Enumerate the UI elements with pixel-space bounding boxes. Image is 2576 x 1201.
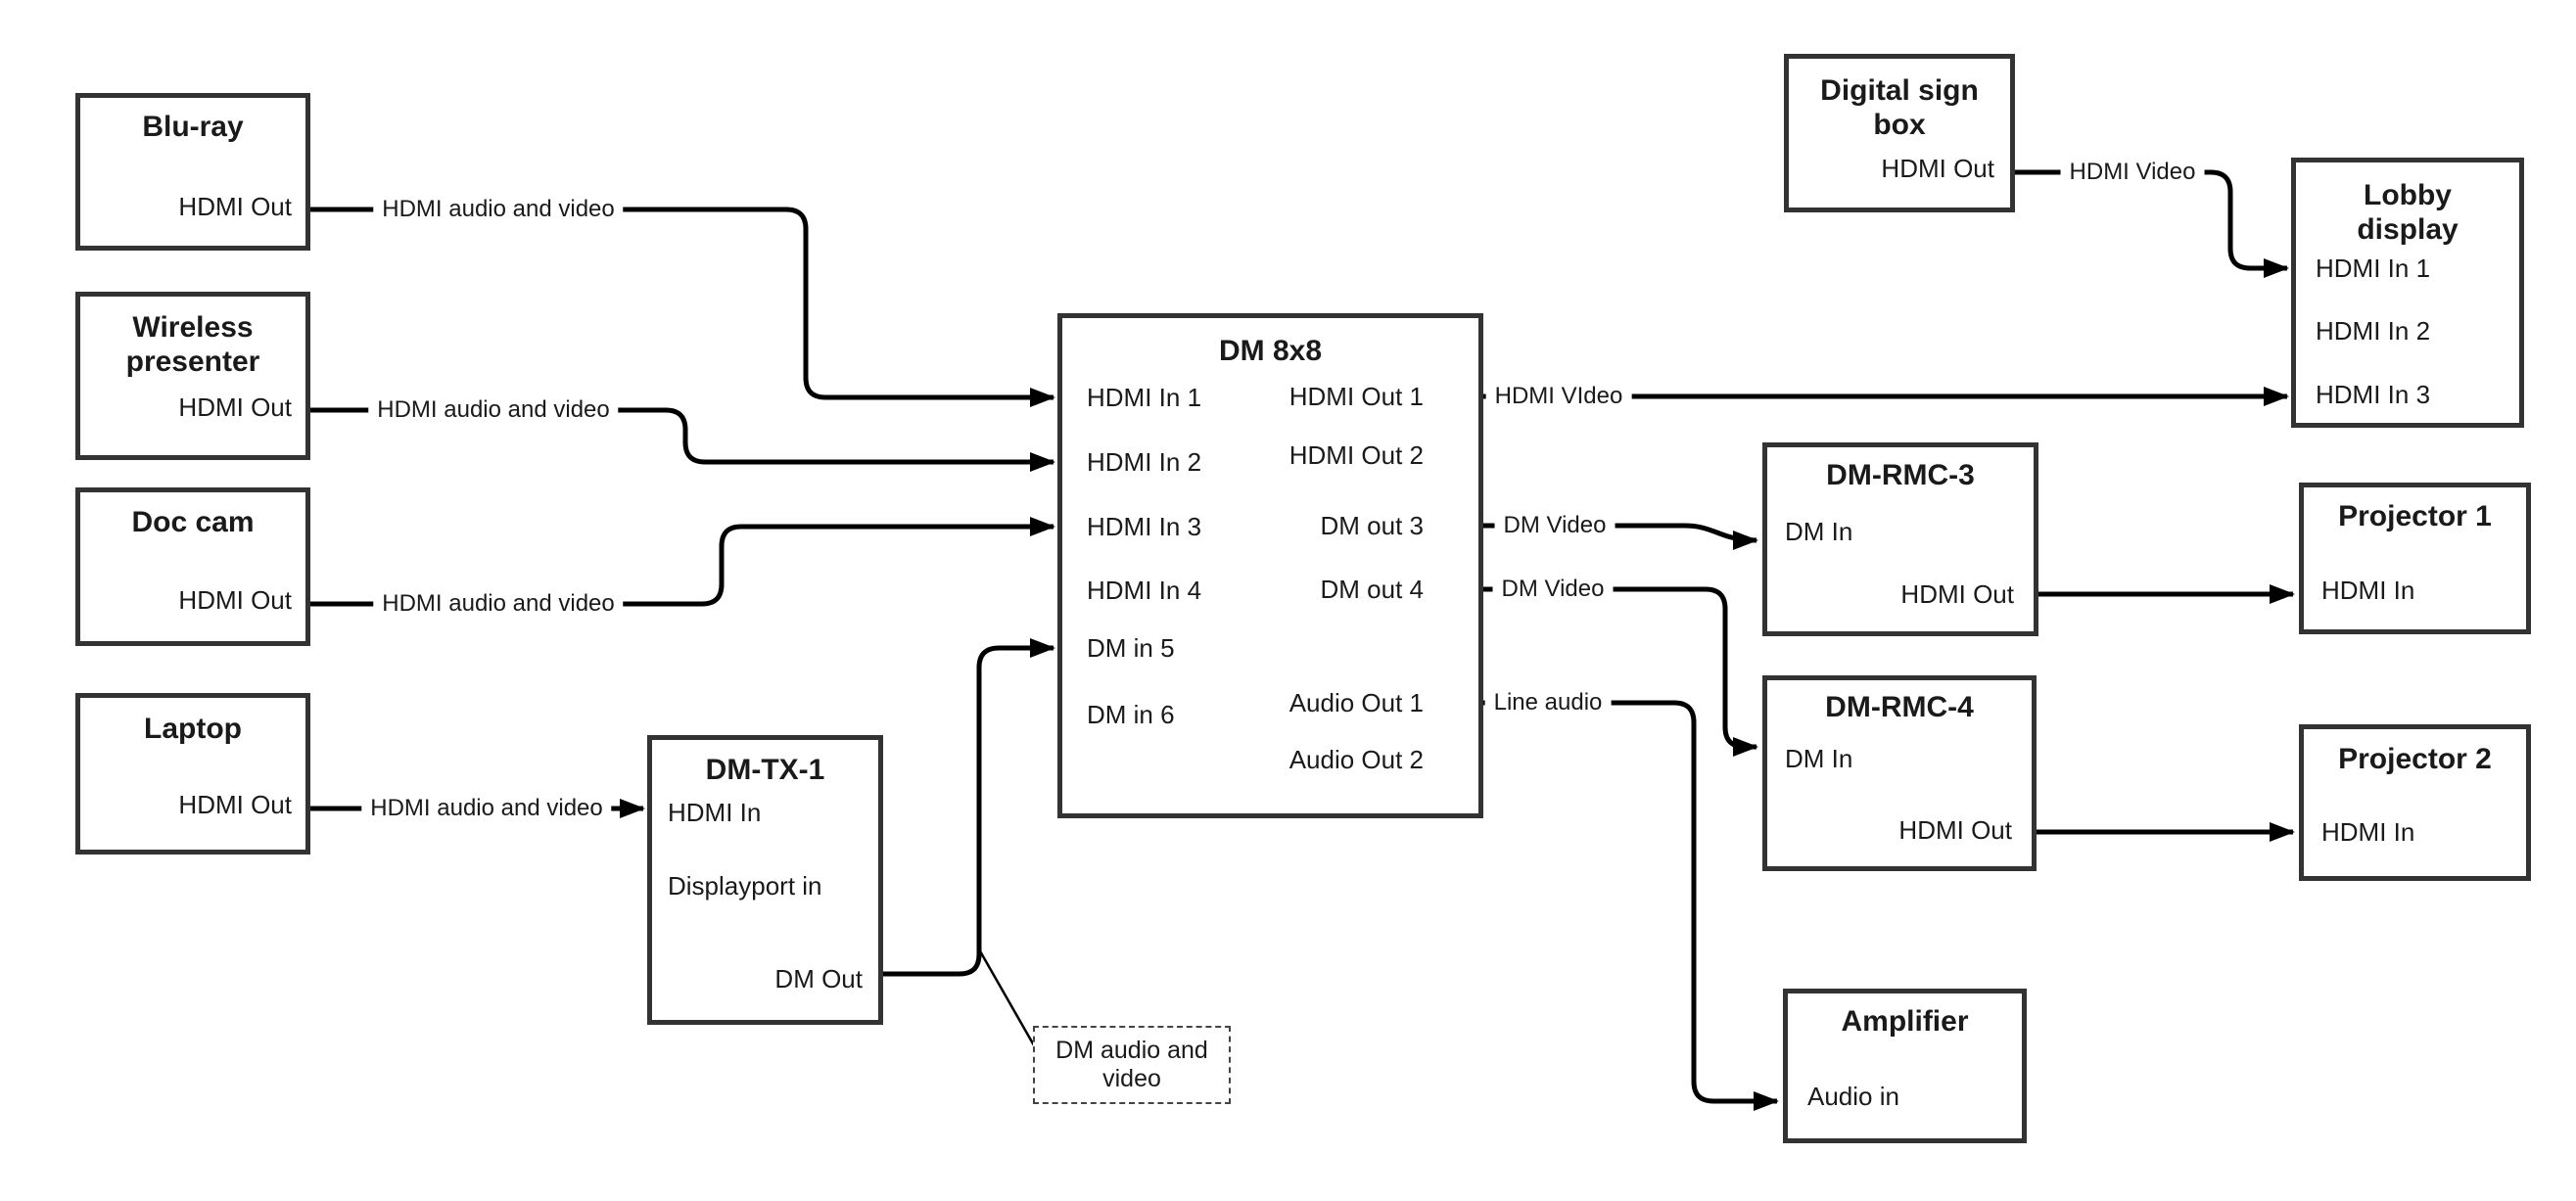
box-title: Blu-ray xyxy=(142,111,244,143)
box-title: Doc cam xyxy=(131,506,255,538)
wire-label-digisign: HDMI Video xyxy=(2060,159,2205,186)
device-box-dm-rmc-4: DM-RMC-4 DM In HDMI Out xyxy=(1762,675,2037,871)
device-box-wireless-presenter: Wireless presenter HDMI Out xyxy=(75,292,310,460)
port-hdmi-in-1: HDMI In 1 xyxy=(2316,254,2431,283)
callout-line-1: DM audio and xyxy=(1055,1037,1208,1064)
callout-line-2: video xyxy=(1102,1065,1161,1092)
port-hdmi-in-2: HDMI In 2 xyxy=(2316,316,2431,346)
port-dm-in-6: DM in 6 xyxy=(1087,700,1175,729)
wire-label-bluray: HDMI audio and video xyxy=(373,196,624,223)
port-dm-in: DM In xyxy=(1785,517,1853,546)
wire-dm8x8-out3-to-rmc3 xyxy=(1481,523,1758,550)
wire-label-wireless: HDMI audio and video xyxy=(368,396,619,424)
box-title: Wireless presenter xyxy=(125,311,260,378)
port-hdmi-in-3: HDMI In 3 xyxy=(2316,380,2431,409)
device-box-lobby-display: Lobby display HDMI In 1 HDMI In 2 HDMI I… xyxy=(2291,158,2524,428)
port-hdmi-out-1: HDMI Out 1 xyxy=(1288,382,1424,411)
port-audio-in: Audio in xyxy=(1807,1082,1899,1111)
port-hdmi-in: HDMI In xyxy=(2321,576,2415,605)
box-title: DM-RMC-4 xyxy=(1825,691,1974,723)
port-hdmi-in-2: HDMI In 2 xyxy=(1087,447,1202,477)
box-title: Lobby display xyxy=(2357,179,2459,246)
port-dm-in-5: DM in 5 xyxy=(1087,633,1175,663)
device-box-doc-cam: Doc cam HDMI Out xyxy=(75,487,310,646)
port-audio-out-2: Audio Out 2 xyxy=(1288,745,1424,774)
port-hdmi-out: HDMI Out xyxy=(1900,579,2014,609)
box-title: Projector 2 xyxy=(2338,743,2492,775)
box-title: DM 8x8 xyxy=(1218,335,1323,367)
wire-label-hdmi-out-1: HDMI VIdeo xyxy=(1485,383,1632,410)
port-hdmi-out: HDMI Out xyxy=(178,192,292,221)
wire-wireless-to-dm8x8-in2 xyxy=(310,407,1055,472)
device-box-laptop: Laptop HDMI Out xyxy=(75,693,310,855)
device-box-dm-8x8: DM 8x8 HDMI In 1 HDMI In 2 HDMI In 3 HDM… xyxy=(1057,313,1483,818)
box-title: Laptop xyxy=(144,713,242,745)
wire-label-audio-out-1: Line audio xyxy=(1484,689,1612,716)
port-dm-out: DM Out xyxy=(774,964,863,993)
port-hdmi-out-2: HDMI Out 2 xyxy=(1288,440,1424,470)
port-dm-out-4: DM out 4 xyxy=(1320,575,1425,604)
wire-label-dm-out-4: DM Video xyxy=(1492,576,1614,603)
port-hdmi-in: HDMI In xyxy=(668,798,762,827)
wire-dm8x8-out4-to-rmc4 xyxy=(1481,586,1758,757)
device-box-dm-tx-1: DM-TX-1 HDMI In Displayport in DM Out xyxy=(647,735,883,1025)
wire-label-laptop: HDMI audio and video xyxy=(361,795,612,822)
port-hdmi-out: HDMI Out xyxy=(178,393,292,422)
device-box-projector-1: Projector 1 HDMI In xyxy=(2299,483,2531,634)
port-hdmi-in: HDMI In xyxy=(2321,817,2415,847)
box-title: Projector 1 xyxy=(2338,500,2492,532)
callout-dm-audio-and-video: DM audio and video xyxy=(1033,1026,1231,1104)
port-hdmi-in-1: HDMI In 1 xyxy=(1087,383,1202,412)
box-title: Amplifier xyxy=(1841,1005,1969,1038)
device-box-blu-ray: Blu-ray HDMI Out xyxy=(75,93,310,251)
port-hdmi-in-4: HDMI In 4 xyxy=(1087,576,1202,605)
device-box-amplifier: Amplifier Audio in xyxy=(1783,989,2027,1143)
wire-bluray-to-dm8x8-in1 xyxy=(310,207,1055,407)
wire-dm8x8-audio1-to-amplifier xyxy=(1481,700,1779,1111)
wire-dmtx1-to-dm8x8-dmin5 xyxy=(881,638,1055,977)
port-hdmi-out: HDMI Out xyxy=(1881,154,1994,183)
box-title: DM-TX-1 xyxy=(705,754,825,786)
port-hdmi-out: HDMI Out xyxy=(178,790,292,819)
device-box-digital-sign-box: Digital sign box HDMI Out xyxy=(1784,54,2015,212)
wire-doccam-to-dm8x8-in3 xyxy=(310,517,1055,607)
wire-label-doccam: HDMI audio and video xyxy=(373,590,624,618)
wire-label-dm-out-3: DM Video xyxy=(1494,512,1616,539)
port-dm-in: DM In xyxy=(1785,744,1853,773)
wire-digisign-to-lobby-in1 xyxy=(2013,169,2289,278)
device-box-dm-rmc-3: DM-RMC-3 DM In HDMI Out xyxy=(1762,442,2038,636)
device-box-projector-2: Projector 2 HDMI In xyxy=(2299,724,2531,881)
port-hdmi-out: HDMI Out xyxy=(178,585,292,615)
port-hdmi-out: HDMI Out xyxy=(1898,815,2012,845)
box-title: DM-RMC-3 xyxy=(1826,459,1975,491)
port-displayport-in: Displayport in xyxy=(668,871,822,901)
port-dm-out-3: DM out 3 xyxy=(1320,511,1425,540)
callout-leader-line xyxy=(977,948,1036,1046)
box-title: Digital sign box xyxy=(1820,74,1979,141)
port-hdmi-in-3: HDMI In 3 xyxy=(1087,512,1202,541)
port-audio-out-1: Audio Out 1 xyxy=(1288,688,1424,717)
